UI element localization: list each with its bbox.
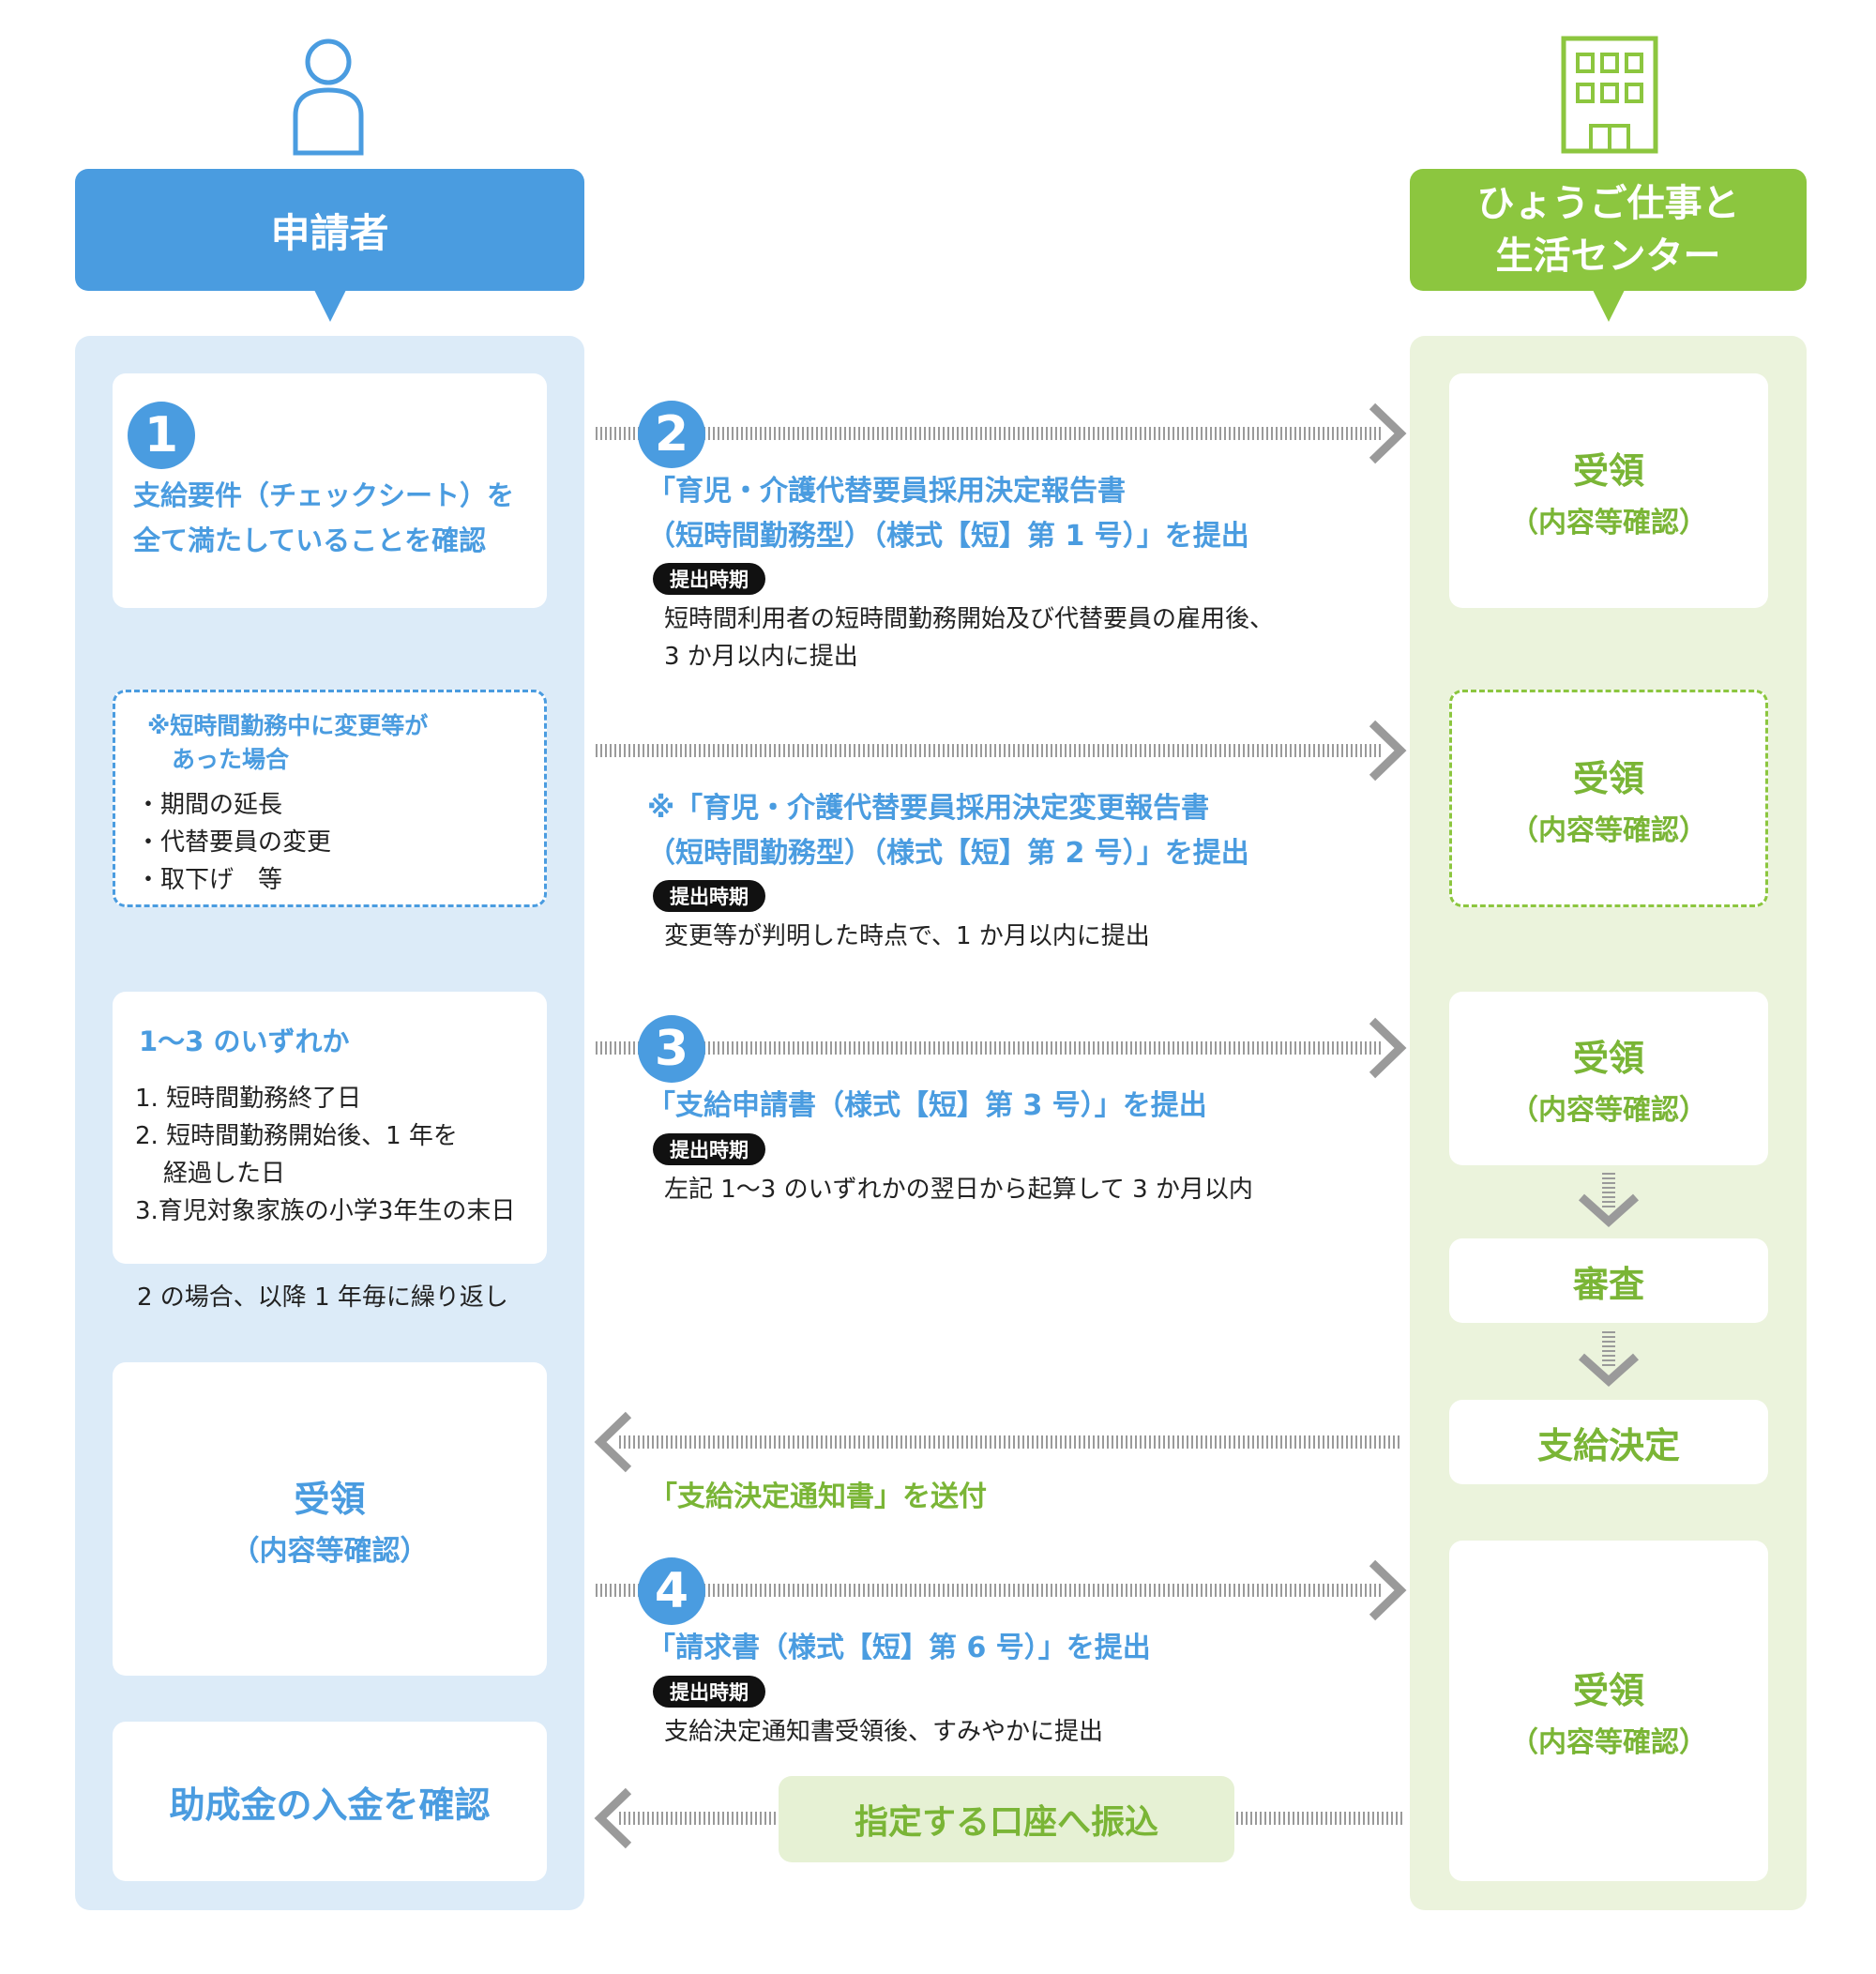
change-note-line1: ※短時間勤務中に変更等が [147,712,429,739]
change-line2: （短時間勤務型）（様式【短】第 2 号）」を提出 [647,837,1249,870]
center-receipt-sub: （内容等確認） [1510,1726,1707,1759]
step2-arrow-shaft [596,427,1384,440]
transfer-text: 指定する口座へ振込 [854,1803,1158,1842]
applicant-header: 申請者 [75,169,584,291]
center-receipt-card-2: 受領 （内容等確認） [1449,690,1768,907]
notice-text: 「支給決定通知書」を送付 [649,1480,987,1513]
applicant-receipt-card: 受領 （内容等確認） [113,1362,547,1676]
period-item: 3.育児対象家族の小学3年生の末日 [135,1197,516,1225]
decision-card: 支給決定 [1449,1400,1768,1484]
applicant-receipt-sub: （内容等確認） [231,1534,429,1568]
step1-text-line1: 支給要件（チェックシート）を [133,479,515,511]
step1-number: 1 [128,402,195,469]
step2-number-text: 2 [654,406,689,463]
center-receipt-title: 受領 [1572,757,1644,799]
step2-text: 「育児・介護代替要員採用決定報告書 （短時間勤務型）（様式【短】第 1 号）」を… [647,469,1249,559]
step2-period-line2: 3 か月以内に提出 [664,643,858,671]
step2-period: 短時間利用者の短時間勤務開始及び代替要員の雇用後、 3 か月以内に提出 [664,600,1274,676]
center-header-line1: ひょうご仕事と [1476,182,1740,225]
center-receipt-card-1: 受領 （内容等確認） [1449,373,1768,608]
period-item: 経過した日 [163,1160,286,1188]
applicant-header-pointer [314,290,346,322]
center-receipt-card-4: 受領 （内容等確認） [1449,1541,1768,1881]
center-receipt-sub: （内容等確認） [1510,1094,1707,1127]
transfer-box: 指定する口座へ振込 [779,1776,1234,1862]
change-note-title: ※短時間勤務中に変更等が あった場合 [147,709,428,777]
step3-arrow-shaft [596,1041,1384,1055]
step1-number-text: 1 [144,407,179,463]
center-receipt-sub: （内容等確認） [1510,506,1707,539]
down-arrow-head-1 [1578,1193,1640,1228]
step3-arrow-head [1369,1017,1407,1079]
step4-badge: 提出時期 [653,1676,765,1708]
deposit-confirm-card: 助成金の入金を確認 [113,1722,547,1881]
step2-line1: 「育児・介護代替要員採用決定報告書 [647,475,1126,508]
change-badge: 提出時期 [653,880,765,912]
center-receipt-sub: （内容等確認） [1510,813,1707,847]
step3-number: 3 [638,1015,705,1083]
center-header-pointer [1593,290,1625,322]
down-arrow-shaft-2 [1602,1329,1615,1366]
notice-arrow-head [594,1411,632,1473]
person-icon [293,38,364,156]
change-arrow-head [1369,720,1407,782]
step2-period-line1: 短時間利用者の短時間勤務開始及び代替要員の雇用後、 [664,605,1275,633]
center-receipt-title: 受領 [1572,1670,1644,1711]
step4-text: 「請求書（様式【短】第 6 号）」を提出 [647,1632,1151,1664]
step2-badge: 提出時期 [653,563,765,595]
notice-arrow-shaft [619,1435,1402,1449]
review-text: 審査 [1572,1263,1644,1305]
step4-arrow-shaft [596,1584,1384,1597]
decision-text: 支給決定 [1536,1424,1680,1466]
step4-number-text: 4 [654,1563,689,1619]
step2-line2: （短時間勤務型）（様式【短】第 1 号）」を提出 [647,520,1249,553]
step4-period: 支給決定通知書受領後、すみやかに提出 [664,1718,1104,1746]
change-item: ・期間の延長 [136,791,283,819]
period-item: 1. 短時間勤務終了日 [135,1085,362,1113]
change-note-card: ※短時間勤務中に変更等が あった場合 ・期間の延長 ・代替要員の変更 ・取下げ … [113,690,547,907]
step3-number-text: 3 [654,1021,689,1077]
step1-text: 支給要件（チェックシート）を 全て満たしていることを確認 [133,473,514,563]
down-arrow-shaft-1 [1602,1170,1615,1207]
center-receipt-card-3: 受領 （内容等確認） [1449,992,1768,1165]
step4-arrow-head [1369,1559,1407,1621]
change-arrow-shaft [596,744,1384,757]
step4-number: 4 [638,1557,705,1625]
change-item: ・代替要員の変更 [136,828,332,857]
period-items: 1. 短時間勤務終了日 2. 短時間勤務開始後、1 年を 経過した日 3.育児対… [135,1080,515,1230]
change-line1: ※「育児・介護代替要員採用決定変更報告書 [647,792,1210,825]
step3-period: 左記 1〜3 のいずれかの翌日から起算して 3 か月以内 [664,1176,1253,1204]
applicant-receipt-title: 受領 [294,1478,366,1520]
change-item: ・取下げ 等 [136,866,283,894]
change-note-line2: あった場合 [172,746,290,773]
step1-text-line2: 全て満たしていることを確認 [133,524,487,556]
down-arrow-head-2 [1578,1353,1640,1388]
center-receipt-title: 受領 [1572,1038,1644,1079]
transfer-arrow-shaft-right [1236,1812,1402,1825]
repeat-note: 2 の場合、以降 1 年毎に繰り返し [137,1283,508,1312]
building-icon [1561,36,1658,154]
center-header: ひょうご仕事と 生活センター [1410,169,1807,291]
center-header-line2: 生活センター [1495,235,1721,278]
change-note-items: ・期間の延長 ・代替要員の変更 ・取下げ 等 [136,786,331,899]
step1-card: 1 支給要件（チェックシート）を 全て満たしていることを確認 [113,373,547,608]
change-text: ※「育児・介護代替要員採用決定変更報告書 （短時間勤務型）（様式【短】第 2 号… [647,786,1249,876]
deposit-confirm-text: 助成金の入金を確認 [169,1784,491,1826]
period-item: 2. 短時間勤務開始後、1 年を [135,1122,458,1150]
transfer-arrow-shaft-left [619,1812,779,1825]
step2-arrow-head [1369,402,1407,464]
review-card: 審査 [1449,1238,1768,1323]
step3-text: 「支給申請書（様式【短】第 3 号）」を提出 [647,1089,1207,1122]
step2-number: 2 [638,401,705,468]
transfer-arrow-head [594,1787,632,1849]
change-period: 変更等が判明した時点で、1 か月以内に提出 [664,922,1150,950]
period-title: 1〜3 のいずれか [139,1025,350,1057]
step3-badge: 提出時期 [653,1133,765,1165]
period-card: 1〜3 のいずれか 1. 短時間勤務終了日 2. 短時間勤務開始後、1 年を 経… [113,992,547,1264]
center-receipt-title: 受領 [1572,449,1644,492]
applicant-header-label: 申請者 [270,209,389,256]
